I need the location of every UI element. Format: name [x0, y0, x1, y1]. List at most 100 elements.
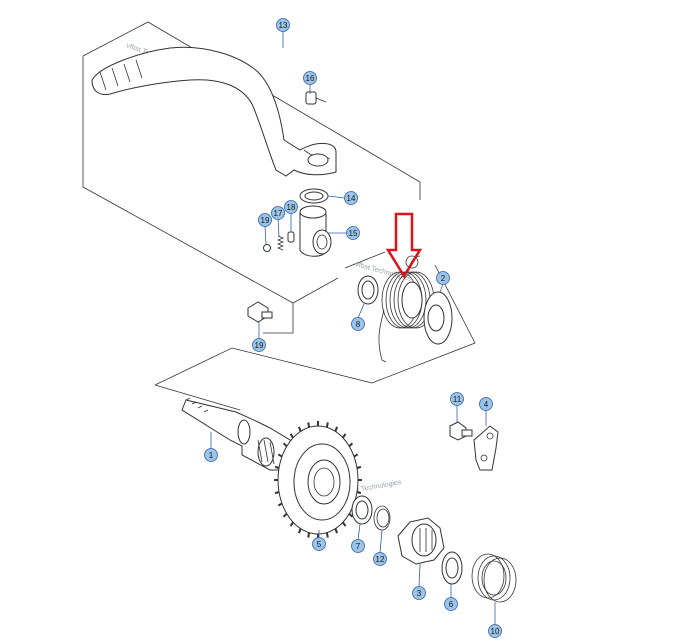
down-arrow-icon: [385, 212, 423, 279]
ratchet-3: [397, 517, 445, 565]
gear-tooth: [348, 442, 354, 448]
callout-11: 11: [450, 392, 464, 422]
callout-circle: [252, 338, 266, 352]
callout-leader: [379, 529, 383, 554]
gear-tooth: [297, 426, 302, 432]
gear-tooth: [289, 433, 294, 439]
gear-tooth: [342, 521, 347, 527]
gear-tooth: [282, 442, 288, 448]
gear-tooth: [289, 521, 294, 527]
callout-number: 19: [261, 216, 270, 225]
callout-number: 15: [349, 229, 358, 238]
ball-19: [263, 244, 271, 252]
spring-10: [471, 553, 517, 603]
callout-circle: [373, 552, 387, 566]
callout-circle: [276, 18, 290, 32]
gear-tooth: [325, 532, 329, 538]
spring-guide-2: [423, 291, 453, 345]
callout-number: 3: [417, 589, 422, 598]
callout-leader: [418, 563, 421, 588]
plate-4: [473, 425, 499, 471]
callout-circle: [436, 271, 450, 285]
pin-18: [287, 231, 295, 243]
callout-2: 2: [436, 271, 450, 293]
callout-number: 16: [306, 74, 315, 83]
gear-tooth: [334, 528, 339, 534]
washer-8: [357, 275, 379, 305]
washer-6: [441, 551, 463, 585]
callout-circle: [351, 317, 365, 331]
callout-5: 5: [312, 530, 326, 551]
callout-number: 1: [209, 451, 214, 460]
callout-number: 5: [317, 540, 322, 549]
callout-number: 18: [287, 203, 296, 212]
callout-19a: 19: [258, 213, 272, 245]
kick-gear-5: [274, 421, 362, 539]
callout-circle: [312, 537, 326, 551]
bolt-11: [449, 421, 473, 441]
callout-number: 13: [279, 21, 288, 30]
gear-tooth: [274, 491, 280, 495]
callout-number: 6: [449, 600, 454, 609]
lower-frame: [154, 347, 373, 411]
callout-19b: 19: [252, 322, 266, 352]
callout-8: 8: [351, 303, 365, 331]
callout-12: 12: [373, 529, 387, 566]
callout-number: 2: [441, 274, 446, 283]
callout-14: 14: [327, 191, 358, 205]
callout-10: 10: [488, 602, 502, 638]
callout-circle: [271, 206, 285, 220]
callout-leader: [264, 225, 267, 245]
callout-leader: [277, 218, 280, 237]
callout-7: 7: [351, 523, 365, 553]
bolt-19: [247, 301, 273, 323]
callout-6: 6: [444, 584, 458, 611]
spring-17: [276, 235, 285, 251]
callout-circle: [346, 226, 360, 240]
callout-leader: [327, 195, 346, 199]
gear-tooth: [282, 512, 288, 518]
callout-circle: [258, 213, 272, 227]
kick-lever: [91, 46, 337, 177]
callout-13: 13: [276, 18, 290, 48]
kick-shaft-1: [181, 397, 295, 471]
gear-tooth: [356, 491, 362, 495]
callout-number: 10: [491, 627, 500, 636]
callout-18: 18: [284, 200, 298, 232]
callout-number: 12: [376, 555, 385, 564]
callout-circle: [284, 200, 298, 214]
callout-15: 15: [328, 226, 360, 240]
washer-7: [351, 495, 373, 525]
callout-leader: [439, 283, 444, 293]
circlip-12: [373, 505, 391, 531]
gear-tooth: [277, 453, 283, 458]
callout-leader: [357, 303, 365, 319]
callout-4: 4: [479, 397, 493, 426]
gear-tooth: [277, 502, 283, 507]
callout-number: 11: [453, 395, 462, 404]
callout-circle: [303, 71, 317, 85]
gear-tooth: [297, 528, 302, 534]
gear-tooth: [348, 512, 354, 518]
callout-number: 8: [356, 320, 361, 329]
gear-tooth: [334, 426, 339, 432]
callout-number: 19: [255, 341, 264, 350]
gear-tooth: [307, 422, 311, 428]
callout-number: 7: [356, 542, 361, 551]
callout-circle: [344, 191, 358, 205]
callout-leader: [357, 523, 361, 541]
callout-1: 1: [204, 432, 218, 462]
callout-3: 3: [412, 563, 426, 600]
callout-circle: [488, 624, 502, 638]
callout-16: 16: [303, 71, 317, 94]
bolt-16: [305, 91, 327, 105]
callout-circle: [412, 586, 426, 600]
upper-frame: [82, 21, 476, 384]
gear-tooth: [342, 433, 347, 439]
kick-spring: [378, 255, 435, 363]
callout-circle: [351, 539, 365, 553]
callout-number: 4: [484, 400, 489, 409]
gear-tooth: [325, 422, 329, 428]
gear-tooth: [353, 453, 359, 458]
